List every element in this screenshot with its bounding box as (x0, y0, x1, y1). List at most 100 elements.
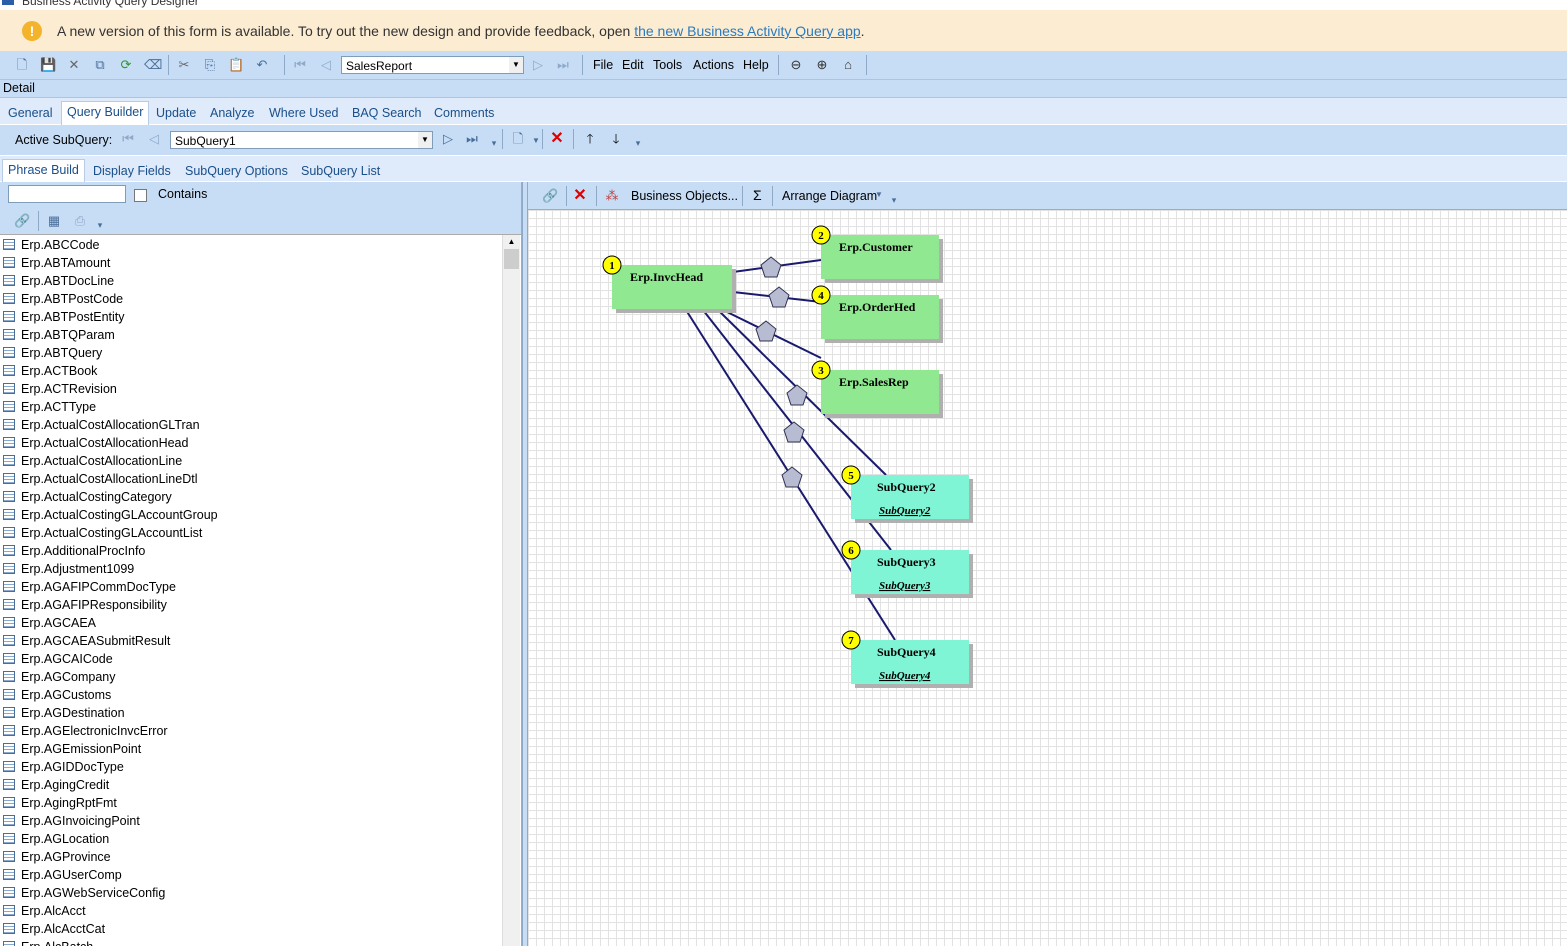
tab-subquery-list[interactable]: SubQuery List (301, 164, 381, 178)
tab-analyze[interactable]: Analyze (210, 106, 255, 120)
table-list-item[interactable]: Erp.ABTDocLine (0, 272, 500, 290)
join-diamond-icon[interactable] (768, 286, 790, 308)
overflow-icon[interactable]: ▾ (491, 138, 497, 148)
link-icon[interactable]: 🔗 (14, 213, 31, 228)
table-list-item[interactable]: Erp.AgingRptFmt (0, 794, 500, 812)
table-list-item[interactable]: Erp.AGWebServiceConfig (0, 884, 500, 902)
table-list-item[interactable]: Erp.ActualCostAllocationLineDtl (0, 470, 500, 488)
prev-record-icon[interactable]: ◁ (321, 57, 331, 72)
overflow-icon[interactable]: ▾ (891, 195, 897, 205)
table-list-item[interactable]: Erp.ABTQParam (0, 326, 500, 344)
sigma-button[interactable]: Σ (753, 187, 762, 203)
node-box[interactable] (851, 550, 969, 594)
prev-subquery-icon[interactable]: ◁ (149, 131, 159, 146)
menu-edit[interactable]: Edit (622, 58, 644, 72)
tab-display-fields[interactable]: Display Fields (93, 164, 171, 178)
table-list-item[interactable]: Erp.ABTPostCode (0, 290, 500, 308)
contains-checkbox[interactable] (134, 189, 147, 202)
arrange-diagram-button[interactable]: Arrange Diagram (782, 189, 878, 203)
move-up-icon[interactable]: 🡑 (586, 131, 594, 146)
last-record-icon[interactable]: ⏭ (557, 57, 569, 72)
table-list-item[interactable]: Erp.AGProvince (0, 848, 500, 866)
table-list-item[interactable]: Erp.AGLocation (0, 830, 500, 848)
subquery-combo[interactable]: SubQuery1 ▼ (170, 131, 433, 149)
table-list-item[interactable]: Erp.AGCAEA (0, 614, 500, 632)
tab-update[interactable]: Update (156, 106, 197, 120)
node-box[interactable] (851, 640, 969, 684)
node-box[interactable] (612, 265, 732, 309)
table-list-item[interactable]: Erp.ActualCostAllocationGLTran (0, 416, 500, 434)
table-list-item[interactable]: Erp.AGUserComp (0, 866, 500, 884)
tab-comments[interactable]: Comments (434, 106, 495, 120)
table-list-item[interactable]: Erp.ActualCostingGLAccountGroup (0, 506, 500, 524)
tab-query-builder[interactable]: Query Builder (61, 101, 150, 125)
undo-icon[interactable]: ↶ (256, 57, 268, 72)
table-list-item[interactable]: Erp.AdditionalProcInfo (0, 542, 500, 560)
save-icon[interactable]: 💾 (40, 57, 57, 72)
table-list-item[interactable]: Erp.ACTRevision (0, 380, 500, 398)
next-subquery-icon[interactable]: ▷ (443, 131, 453, 146)
refresh-icon[interactable]: ⟳ (120, 57, 132, 72)
overflow-icon[interactable]: ▾ (635, 138, 641, 148)
join-diamond-icon[interactable] (783, 421, 805, 443)
table-list-item[interactable]: Erp.ABTAmount (0, 254, 500, 272)
table-list-item[interactable]: Erp.AGCompany (0, 668, 500, 686)
table-list-item[interactable]: Erp.ActualCostAllocationLine (0, 452, 500, 470)
business-objects-icon[interactable]: ⁂ (605, 188, 619, 203)
node-subtitle[interactable]: SubQuery4 (879, 670, 931, 682)
tab-baq-search[interactable]: BAQ Search (352, 106, 422, 120)
chevron-down-icon[interactable]: ▼ (532, 136, 540, 145)
chevron-down-icon[interactable]: ▼ (875, 190, 883, 199)
delete-icon[interactable]: ✕ (573, 187, 587, 204)
tab-phrase-build[interactable]: Phrase Build (2, 159, 85, 183)
back-icon[interactable]: ⊖ (790, 57, 802, 72)
join-diamond-icon[interactable] (786, 384, 808, 406)
tab-where-used[interactable]: Where Used (269, 106, 339, 120)
table-list-item[interactable]: Erp.ActualCostingCategory (0, 488, 500, 506)
table-list-item[interactable]: Erp.AGAFIPResponsibility (0, 596, 500, 614)
table-list-item[interactable]: Erp.ABCCode (0, 236, 500, 254)
table-list-item[interactable]: Erp.AgingCredit (0, 776, 500, 794)
table-search-input[interactable] (8, 185, 126, 203)
scroll-thumb[interactable] (504, 249, 519, 269)
next-record-icon[interactable]: ▷ (533, 57, 543, 72)
menu-actions[interactable]: Actions (693, 58, 734, 72)
node-box[interactable] (851, 475, 969, 519)
table-list-item[interactable]: Erp.AGCAEASubmitResult (0, 632, 500, 650)
tab-general[interactable]: General (8, 106, 53, 120)
move-down-icon[interactable]: 🡓 (612, 131, 620, 146)
chevron-down-icon[interactable]: ▼ (418, 132, 432, 148)
grid-icon[interactable]: ▦ (47, 213, 61, 228)
table-list-item[interactable]: Erp.AlcBatch (0, 938, 500, 946)
scroll-up-icon[interactable]: ▲ (507, 237, 516, 246)
link-icon[interactable]: 🔗 (542, 188, 559, 203)
join-diamond-icon[interactable] (760, 256, 782, 278)
node-box[interactable] (821, 295, 939, 339)
business-objects-button[interactable]: Business Objects... (631, 189, 738, 203)
table-list-item[interactable]: Erp.ABTQuery (0, 344, 500, 362)
new-subquery-icon[interactable]: 🗋 (512, 131, 524, 146)
first-subquery-icon[interactable]: ⏮ (122, 131, 134, 146)
table-list-item[interactable]: Erp.AGCAICode (0, 650, 500, 668)
cut-icon[interactable]: ✂ (178, 57, 190, 72)
table-list-item[interactable]: Erp.ACTType (0, 398, 500, 416)
query-combo[interactable]: SalesReport ▼ (341, 56, 524, 74)
table-list-item[interactable]: Erp.AGElectronicInvcError (0, 722, 500, 740)
table-list-item[interactable]: Erp.AlcAcctCat (0, 920, 500, 938)
forward-icon[interactable]: ⊕ (816, 57, 828, 72)
table-list-item[interactable]: Erp.AGAFIPCommDocType (0, 578, 500, 596)
print-icon[interactable]: ⎙ (74, 213, 86, 228)
menu-tools[interactable]: Tools (653, 58, 683, 72)
paste-icon[interactable]: 📋 (228, 57, 245, 72)
menu-file[interactable]: File (593, 58, 614, 72)
table-list-item[interactable]: Erp.AlcAcct (0, 902, 500, 920)
table-list-item[interactable]: Erp.ActualCostingGLAccountList (0, 524, 500, 542)
table-list-scrollbar[interactable]: ▲ (502, 235, 520, 946)
chevron-down-icon[interactable]: ▼ (509, 57, 523, 73)
